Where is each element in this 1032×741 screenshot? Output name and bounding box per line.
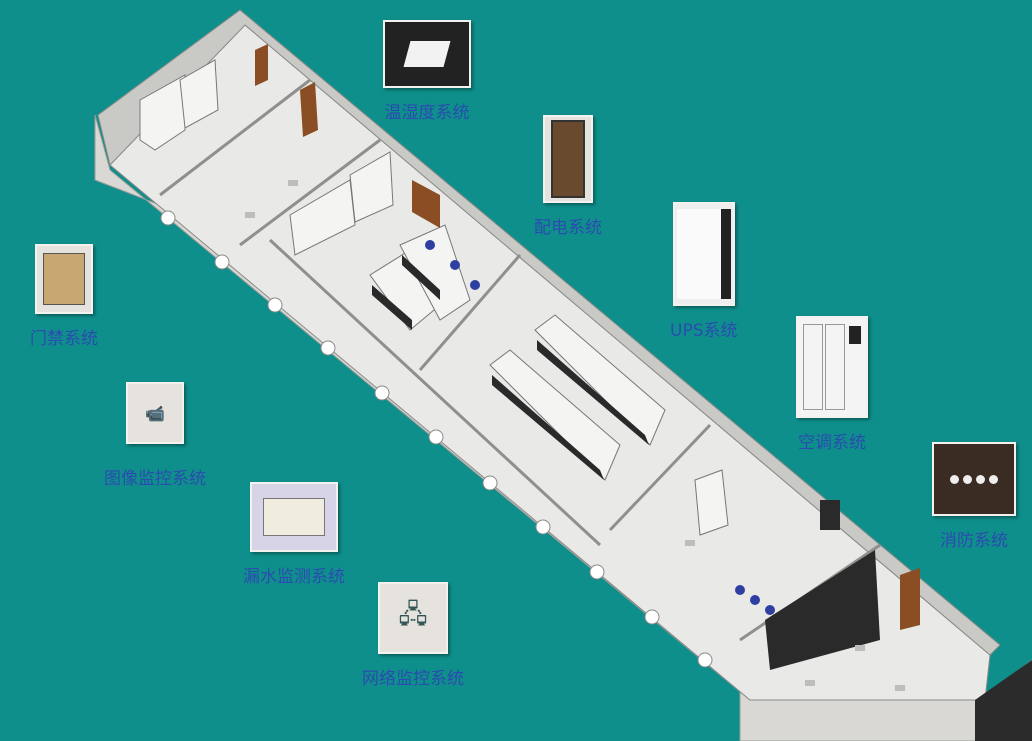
doors (255, 44, 920, 630)
floor-vents (245, 180, 905, 691)
system-leak[interactable]: 漏水监测系统 (243, 482, 345, 587)
system-label: 网络监控系统 (362, 669, 464, 689)
system-power[interactable]: 配电系统 (534, 115, 602, 238)
fire-detector-icon (932, 442, 1016, 516)
system-fire[interactable]: 消防系统 (932, 442, 1016, 551)
system-label: 图像监控系统 (104, 469, 206, 489)
system-access[interactable]: 门禁系统 (30, 244, 98, 349)
windows (160, 210, 713, 668)
sensor-box-icon (383, 20, 471, 88)
end-wall (975, 660, 1032, 741)
system-label: 门禁系统 (30, 329, 98, 349)
ups-cabinet-icon (672, 202, 735, 306)
leak-panel-icon (250, 482, 338, 552)
system-video[interactable]: 📹 图像监控系统 (104, 382, 206, 489)
system-label: UPS系统 (670, 321, 738, 341)
system-label: 空调系统 (798, 433, 866, 453)
rack-fronts (372, 255, 880, 670)
keypad-icon (35, 244, 93, 314)
server-racks (139, 59, 729, 536)
system-ups[interactable]: UPS系统 (670, 202, 738, 341)
system-label: 消防系统 (940, 531, 1008, 551)
back-wall (97, 9, 1001, 656)
system-network[interactable]: 🖧 网络监控系统 (362, 582, 464, 689)
system-ac[interactable]: 空调系统 (796, 316, 868, 453)
system-label: 温湿度系统 (384, 103, 470, 123)
system-label: 漏水监测系统 (243, 567, 345, 587)
camera-icon: 📹 (126, 382, 184, 444)
air-conditioner-icon (796, 316, 868, 418)
system-label: 配电系统 (534, 218, 602, 238)
system-temp-humidity[interactable]: 温湿度系统 (383, 20, 471, 123)
power-cabinet-icon (543, 115, 593, 203)
network-icon: 🖧 (378, 582, 448, 654)
chairs (425, 240, 775, 615)
